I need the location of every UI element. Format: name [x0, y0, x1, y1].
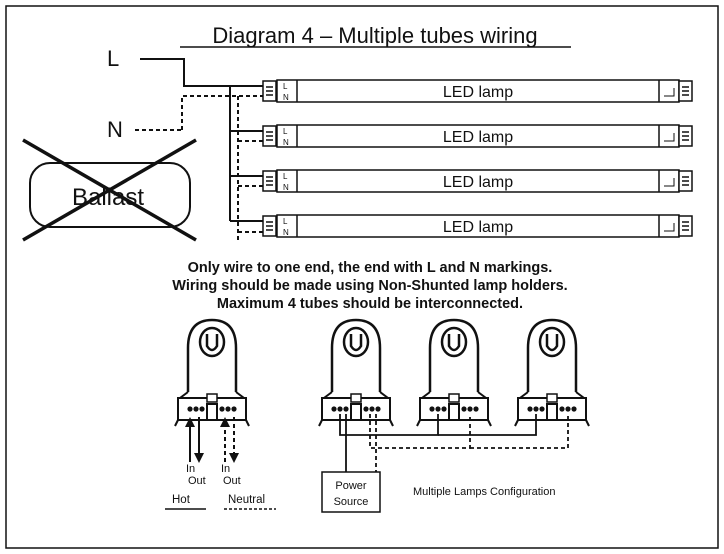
svg-text:N: N — [283, 228, 289, 237]
holder-interconnect-neutral — [369, 414, 569, 472]
lamp-label: LED lamp — [443, 174, 513, 191]
live-wire-label: L — [107, 46, 119, 71]
note-line-1: Only wire to one end, the end with L and… — [188, 260, 553, 276]
note-line-3: Maximum 4 tubes should be interconnected… — [217, 296, 523, 312]
neutral-wiring — [135, 95, 265, 240]
note-line-2: Wiring should be made using Non-Shunted … — [172, 278, 567, 294]
lamp-4: L N LED lamp — [262, 214, 693, 238]
neutral-wire-label: N — [107, 117, 123, 142]
lamp-1: L N LED lamp — [262, 79, 693, 103]
svg-text:L: L — [283, 172, 288, 181]
wire-legend: Hot Neutral — [165, 494, 276, 510]
svg-text:L: L — [283, 217, 288, 226]
svg-text:N: N — [283, 93, 289, 102]
lamp-3: L N LED lamp — [262, 169, 693, 193]
lamp-2: L N LED lamp — [262, 124, 693, 148]
live-wiring — [140, 58, 265, 222]
lamp-label: LED lamp — [443, 84, 513, 101]
legend-neutral: Neutral — [228, 494, 265, 506]
lamp-label: LED lamp — [443, 219, 513, 236]
svg-text:In: In — [186, 463, 195, 475]
svg-text:N: N — [283, 138, 289, 147]
legend-hot: Hot — [172, 494, 191, 506]
power-source-box: Power Source — [321, 471, 381, 513]
svg-text:In: In — [221, 463, 230, 475]
svg-text:L: L — [283, 82, 288, 91]
ballast-crossed-out: Ballast — [22, 138, 197, 242]
single-lamp-holder: In Out In Out — [173, 318, 251, 487]
svg-text:Out: Out — [223, 475, 241, 487]
config-label: Multiple Lamps Configuration — [413, 486, 555, 498]
diagram-title: Diagram 4 – Multiple tubes wiring — [212, 23, 537, 48]
svg-text:Power: Power — [335, 480, 367, 492]
svg-text:L: L — [283, 127, 288, 136]
lamp-label: LED lamp — [443, 129, 513, 146]
svg-text:Out: Out — [188, 475, 206, 487]
svg-text:N: N — [283, 183, 289, 192]
svg-text:Source: Source — [334, 496, 369, 508]
diagram-frame — [5, 5, 719, 549]
multi-lamp-holders — [317, 318, 591, 428]
